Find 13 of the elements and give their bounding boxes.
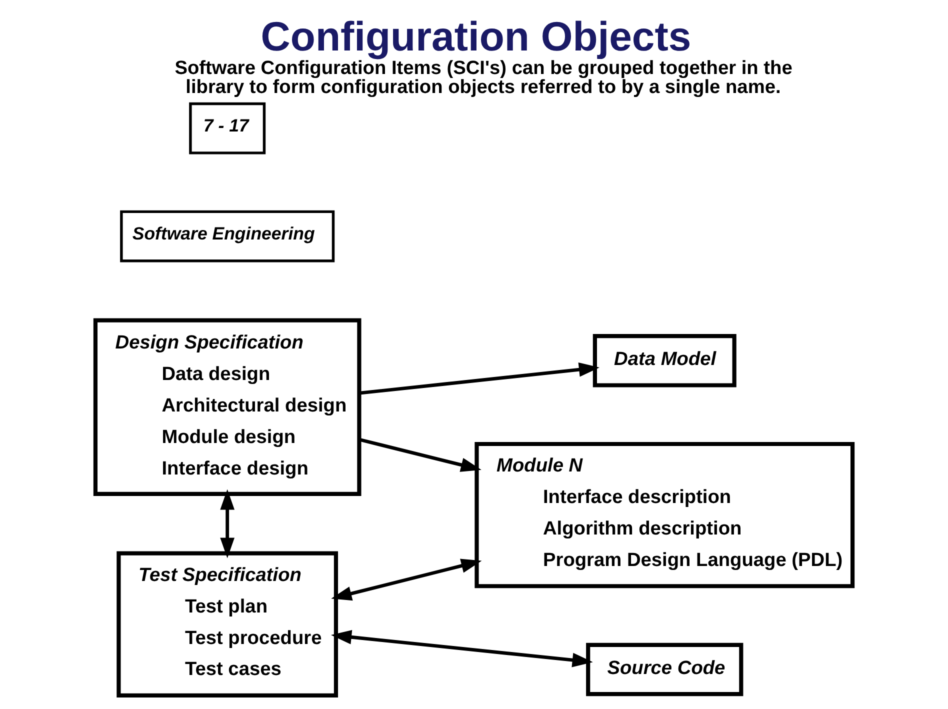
arrow: [330, 630, 593, 668]
arrow: [220, 489, 235, 558]
node-box: Test Specification Test plan Test procedure Test cases: [116, 551, 338, 698]
arrow: [331, 558, 482, 601]
arrow: [360, 362, 600, 395]
arrow: [359, 438, 482, 472]
label: Software Engineering: [132, 224, 315, 244]
diagram-title: Configuration Objects: [260, 13, 692, 60]
node-box: Source Code: [586, 642, 744, 696]
label: 7 - 17: [203, 116, 249, 136]
node-box: Module N Interface description Algorithm description Program Design Language (PDL): [474, 442, 855, 588]
node-box: Design Specification Data design Architectural design Module design Interface design: [93, 318, 362, 496]
node-box: Data Model: [592, 334, 736, 388]
